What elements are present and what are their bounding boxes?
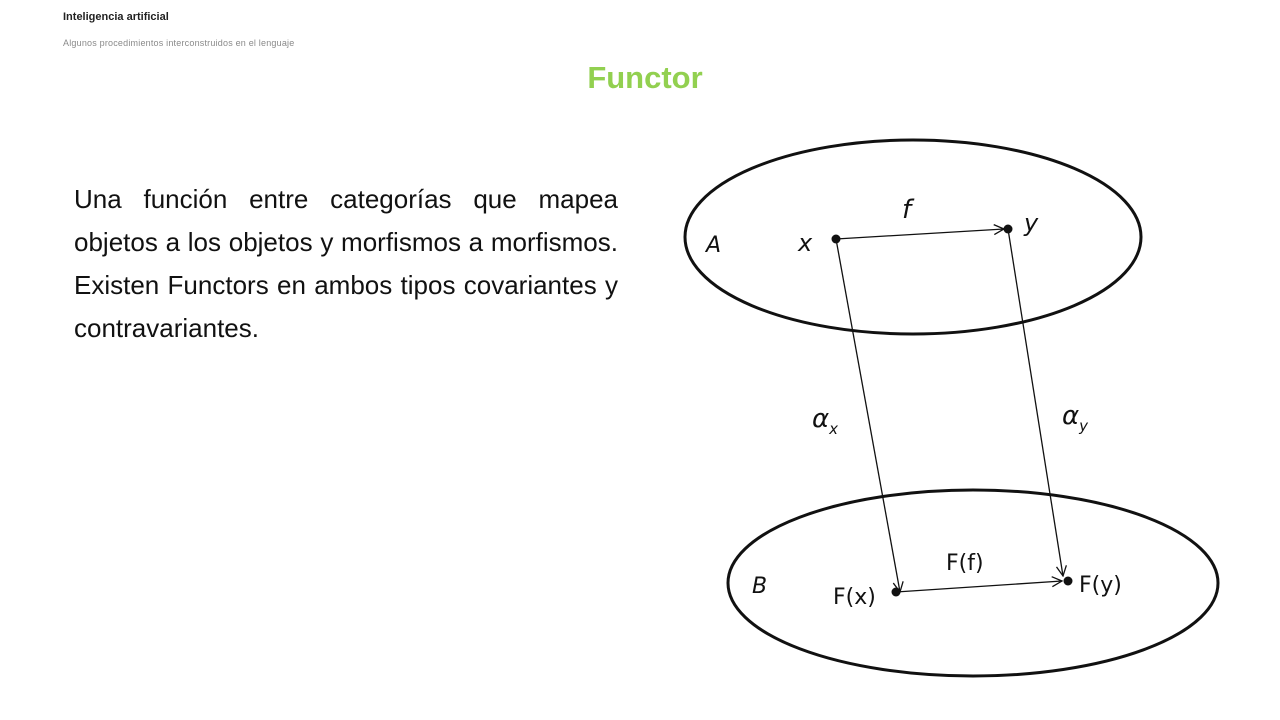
mapped-fx-label: F(x) (833, 585, 876, 610)
category-b-ellipse (726, 488, 1220, 678)
alpha-y-subscript: y (1078, 417, 1089, 435)
mapped-ff-label: F(f) (946, 551, 984, 576)
morphism-ff-arrow (895, 581, 1062, 593)
alpha-y-arrow (1007, 228, 1063, 576)
alpha-y-symbol: α (1062, 401, 1079, 431)
object-x-label: x (797, 229, 813, 257)
slide-title: Functor (587, 60, 703, 95)
alpha-x-symbol: α (812, 404, 829, 434)
object-x-point (831, 234, 841, 244)
alpha-x-subscript: x (828, 420, 838, 438)
category-a-label: A (704, 233, 721, 258)
morphism-f-label: f (902, 195, 915, 225)
object-fy-point (1063, 576, 1073, 586)
object-fx-point (891, 587, 901, 597)
morphism-f-arrow (835, 229, 1004, 240)
object-y-point (1003, 224, 1013, 234)
slide-body-text: Una función entre categorías que mapea o… (74, 184, 618, 343)
course-subtitle: Algunos procedimientos interconstruidos … (63, 38, 295, 48)
functor-diagram: A B x y f F(x) F(y) F(f) αx αy (683, 138, 1220, 678)
mapped-fy-label: F(y) (1079, 573, 1122, 598)
alpha-x-arrow (835, 238, 900, 592)
alpha-x-label: αx (812, 404, 838, 438)
category-b-label: B (752, 574, 767, 599)
object-y-label: y (1023, 209, 1039, 237)
alpha-y-label: αy (1062, 401, 1089, 435)
category-a-ellipse (683, 138, 1143, 336)
course-title: Inteligencia artificial (63, 11, 169, 23)
